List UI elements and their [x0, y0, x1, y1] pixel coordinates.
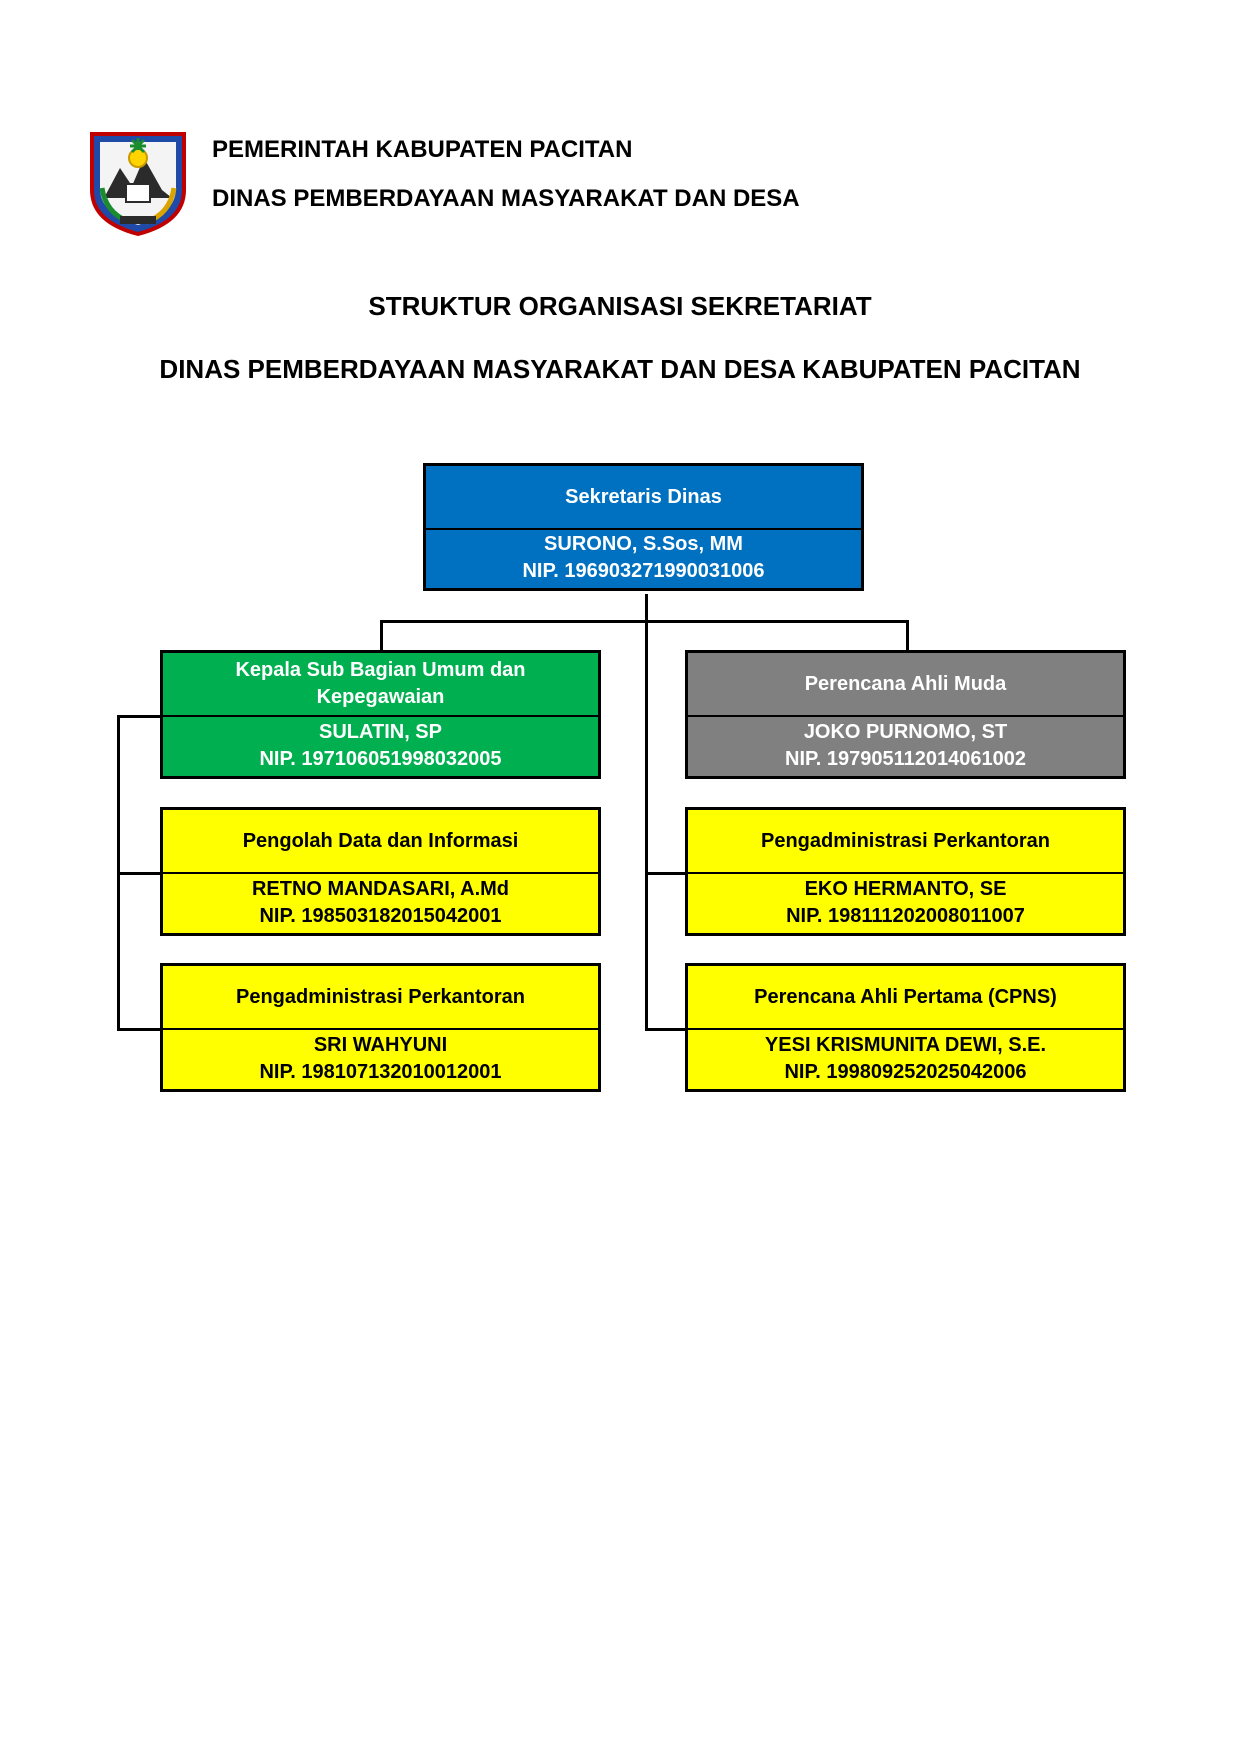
- box-perencana-ahli-muda: Perencana Ahli Muda JOKO PURNOMO, ST NIP…: [685, 650, 1126, 779]
- person-nip: NIP. 198503182015042001: [259, 904, 502, 927]
- person-nip: NIP. 197106051998032005: [259, 747, 502, 770]
- box-left-staff-2: Pengadministrasi Perkantoran SRI WAHYUNI…: [160, 963, 601, 1092]
- connector-top-horizontal: [380, 620, 909, 623]
- person-name: SURONO, S.Sos, MM: [544, 533, 743, 555]
- person-nip: NIP. 198107132010012001: [259, 1060, 502, 1083]
- person-info: JOKO PURNOMO, ST NIP. 197905112014061002: [688, 715, 1123, 776]
- position-title: Sekretaris Dinas: [426, 466, 861, 530]
- box-left-staff-1: Pengolah Data dan Informasi RETNO MANDAS…: [160, 807, 601, 936]
- position-title: Perencana Ahli Pertama (CPNS): [688, 966, 1123, 1030]
- letterhead-agency: DINAS PEMBERDAYAAN MASYARAKAT DAN DESA: [212, 185, 800, 212]
- connector-left-from-kasubag: [117, 715, 162, 718]
- person-nip: NIP. 198111202008011007: [786, 904, 1025, 927]
- document-subtitle: DINAS PEMBERDAYAAN MASYARAKAT DAN DESA K…: [159, 354, 1081, 384]
- position-title: Pengadministrasi Perkantoran: [163, 966, 598, 1030]
- connector-left-staff-1: [117, 872, 162, 875]
- person-info: SULATIN, SP NIP. 197106051998032005: [163, 715, 598, 776]
- person-name: SULATIN, SP: [319, 720, 442, 743]
- person-name: JOKO PURNOMO, ST: [803, 720, 1008, 743]
- person-info: SRI WAHYUNI NIP. 198107132010012001: [163, 1028, 598, 1089]
- position-title: Kepala Sub Bagian Umum dan Kepegawaian: [163, 653, 598, 717]
- person-name: YESI KRISMUNITA DEWI, S.E.: [764, 1033, 1047, 1056]
- person-name: SRI WAHYUNI: [313, 1033, 448, 1056]
- connector-to-kasubag: [380, 620, 383, 653]
- box-right-staff-1: Pengadministrasi Perkantoran EKO HERMANT…: [685, 807, 1126, 936]
- position-title: Pengolah Data dan Informasi: [163, 810, 598, 874]
- person-name: EKO HERMANTO, SE: [804, 877, 1007, 900]
- person-info: RETNO MANDASARI, A.Md NIP. 1985031820150…: [163, 872, 598, 933]
- person-nip: NIP. 196903271990031006: [522, 560, 765, 582]
- connector-right-staff-2: [645, 1028, 688, 1031]
- box-right-staff-2: Perencana Ahli Pertama (CPNS) YESI KRISM…: [685, 963, 1126, 1092]
- position-title: Pengadministrasi Perkantoran: [688, 810, 1123, 874]
- connector-right-staff-1: [645, 872, 688, 875]
- connector-to-perencana-muda: [906, 620, 909, 653]
- kabupaten-pacitan-emblem-icon: [90, 132, 186, 236]
- person-nip: NIP. 197905112014061002: [785, 747, 1026, 770]
- box-kepala-sub-bagian: Kepala Sub Bagian Umum dan Kepegawaian S…: [160, 650, 601, 779]
- document-title: STRUKTUR ORGANISASI SEKRETARIAT: [368, 291, 872, 321]
- box-sekretaris-dinas: Sekretaris Dinas SURONO, S.Sos, MM NIP. …: [423, 463, 864, 591]
- person-nip: NIP. 199809252025042006: [784, 1060, 1027, 1083]
- person-name: RETNO MANDASARI, A.Md: [251, 877, 510, 900]
- letterhead: PEMERINTAH KABUPATEN PACITAN DINAS PEMBE…: [86, 124, 886, 236]
- letterhead-government: PEMERINTAH KABUPATEN PACITAN: [212, 136, 633, 163]
- person-info: EKO HERMANTO, SE NIP. 198111202008011007: [688, 872, 1123, 933]
- connector-left-staff-2: [117, 1028, 162, 1031]
- position-title: Perencana Ahli Muda: [688, 653, 1123, 717]
- person-info: SURONO, S.Sos, MM NIP. 19690327199003100…: [426, 528, 861, 588]
- person-info: YESI KRISMUNITA DEWI, S.E. NIP. 19980925…: [688, 1028, 1123, 1089]
- connector-main-vertical: [645, 594, 648, 1031]
